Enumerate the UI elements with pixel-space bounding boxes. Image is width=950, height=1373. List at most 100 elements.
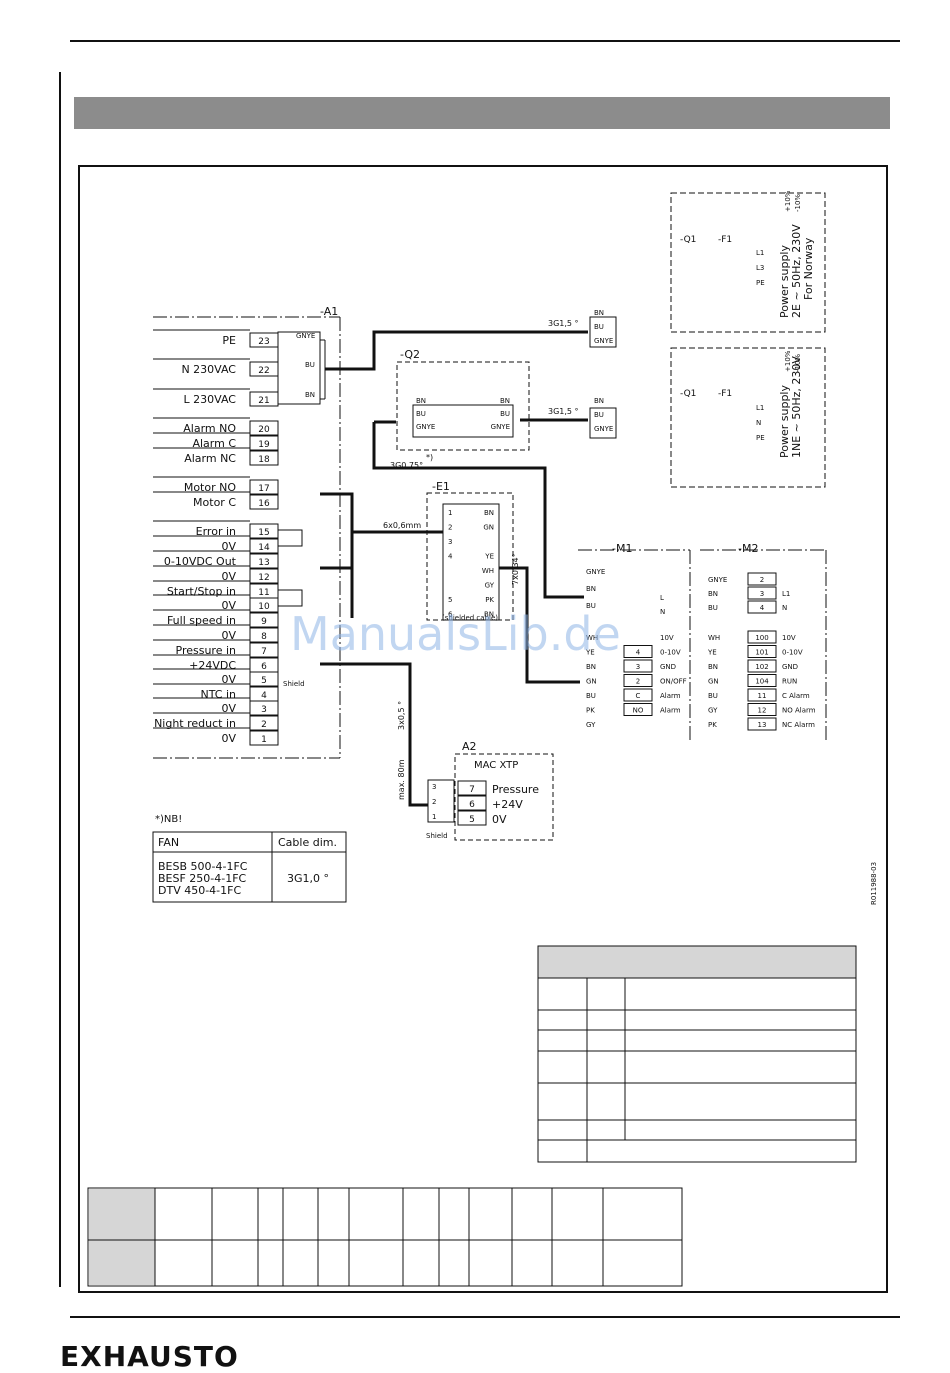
a1-terminal-label: 0V bbox=[221, 732, 236, 745]
a1-terminal-label: 0V bbox=[221, 540, 236, 553]
m1-wire-label: GN bbox=[586, 678, 597, 686]
m1-terminal-label: Alarm bbox=[660, 707, 681, 715]
a1-terminal-label: 0V bbox=[221, 599, 236, 612]
cable-label: max. 80m bbox=[397, 759, 406, 800]
m2-wire-label: GN bbox=[708, 678, 719, 686]
supply-wire-label: BN bbox=[594, 309, 604, 317]
m1-terminal-box bbox=[623, 645, 653, 658]
a2-terminal-number: 5 bbox=[469, 815, 475, 825]
supply-line-label: PE bbox=[756, 279, 765, 287]
m2-terminal-label: GND bbox=[782, 663, 798, 671]
supply-line-label: L3 bbox=[756, 264, 764, 272]
a1-terminal-number: 11 bbox=[258, 588, 269, 598]
fan-table-row: BESF 250-4-1FC bbox=[158, 872, 247, 885]
a2-terminal-box bbox=[457, 795, 487, 811]
cable-label: 3G1,5 ° bbox=[548, 407, 579, 416]
a2-terminal-number: 6 bbox=[469, 800, 475, 810]
section-title-bar bbox=[74, 97, 890, 129]
a2-terminal-label: Pressure bbox=[492, 783, 539, 796]
supply-wire-label: GNYE bbox=[594, 425, 613, 433]
m1-wire-label: BU bbox=[586, 692, 596, 700]
a1-terminal-label: 0V bbox=[221, 570, 236, 583]
m1-terminal-number: 2 bbox=[636, 678, 640, 686]
a1-terminal-box bbox=[249, 671, 279, 687]
m1-wire-label: BN bbox=[586, 663, 596, 671]
a1-terminal-box bbox=[249, 450, 279, 466]
a1-terminal-box bbox=[249, 642, 279, 658]
watermark: ManualsLib.de bbox=[290, 607, 621, 661]
m2-terminal-label: 10V bbox=[782, 634, 796, 642]
m1-wire-label: WH bbox=[586, 634, 598, 642]
e1-wire-label: YE bbox=[484, 553, 494, 561]
m2-terminal-box bbox=[747, 717, 777, 731]
m2-terminal-box bbox=[747, 688, 777, 702]
supply-wire-label: BN bbox=[594, 397, 604, 405]
a2-wire-number: 1 bbox=[432, 813, 436, 821]
a1-terminal-label: N 230VAC bbox=[181, 363, 236, 376]
m2-terminal-number: 100 bbox=[755, 634, 768, 642]
m2-terminal-number: 4 bbox=[760, 604, 765, 612]
a1-terminal-number: 12 bbox=[258, 573, 269, 583]
a1-terminal-number: 13 bbox=[258, 558, 269, 568]
a1-terminal-box bbox=[249, 523, 279, 539]
a1-terminal-label: 0V bbox=[221, 629, 236, 642]
e1-note: (shielded cable) bbox=[442, 614, 498, 622]
a1-terminal-number: 15 bbox=[258, 528, 269, 538]
a1-terminal-box bbox=[249, 479, 279, 495]
m2-terminal-label: L1 bbox=[782, 590, 790, 598]
m1-terminal-box bbox=[623, 659, 653, 673]
cable-label: 3x0,5 ° bbox=[397, 701, 406, 730]
a1-terminal-number: 7 bbox=[261, 647, 267, 657]
a1-terminal-label: +24VDC bbox=[189, 659, 236, 672]
a1-terminal-number: 1 bbox=[261, 735, 267, 745]
m2-terminal-label: C Alarm bbox=[782, 692, 810, 700]
supply-tolerance: +10% bbox=[784, 190, 792, 212]
a1-terminal-number: 17 bbox=[258, 484, 269, 494]
m2-terminal-number: 12 bbox=[758, 707, 767, 715]
m2-terminal-label: N bbox=[782, 604, 787, 612]
m1-terminal-number: C bbox=[636, 692, 641, 700]
supply-wire-label: GNYE bbox=[594, 337, 613, 345]
supply-text: Power supply bbox=[778, 385, 791, 458]
q1-ref: -Q1 bbox=[680, 389, 696, 399]
m1-wire-label: GNYE bbox=[586, 568, 605, 576]
a1-terminal-box bbox=[249, 597, 279, 613]
a1-terminal-box bbox=[249, 700, 279, 716]
m2-terminal-box bbox=[747, 600, 777, 614]
a1-terminal-box bbox=[249, 553, 279, 569]
a1-terminal-number: 6 bbox=[261, 662, 267, 672]
a1-terminal-number: 22 bbox=[258, 366, 269, 376]
m2-terminal-number: 102 bbox=[755, 663, 768, 671]
a2-terminal-box bbox=[457, 810, 487, 826]
a1-terminal-number: 19 bbox=[258, 440, 270, 450]
a1-terminal-box bbox=[249, 494, 279, 510]
a1-terminal-label: 0V bbox=[221, 702, 236, 715]
drawing-number: R011988-03 bbox=[870, 862, 878, 905]
supply-tolerance: -10% bbox=[794, 354, 802, 372]
a2-wire-number: 2 bbox=[432, 798, 436, 806]
a1-terminal-label: NTC in bbox=[200, 688, 236, 701]
fan-table-value: 3G1,0 ° bbox=[287, 872, 329, 885]
m2-terminal-box bbox=[747, 674, 777, 687]
supply-line-label: L1 bbox=[756, 404, 764, 412]
m2-terminal-box bbox=[747, 645, 777, 658]
m1-terminal-label: L bbox=[660, 594, 664, 602]
m1-wire-label: PK bbox=[586, 707, 595, 715]
a1-terminal-number: 8 bbox=[261, 632, 267, 642]
m1-terminal-number: NO bbox=[633, 707, 644, 715]
fan-table-row: BESB 500-4-1FC bbox=[158, 860, 248, 873]
cable-label: 3G0,75° bbox=[390, 461, 423, 470]
a1-terminal-label: Pressure in bbox=[176, 644, 237, 657]
a1-terminal-label: 0-10VDC Out bbox=[164, 555, 237, 568]
e1-terminal-number: 3 bbox=[448, 538, 452, 546]
a1-terminal-number: 23 bbox=[258, 337, 269, 347]
m1-terminal-label: 0-10V bbox=[660, 649, 681, 657]
a1-terminal-box bbox=[249, 715, 279, 731]
m2-terminal-label: NC Alarm bbox=[782, 721, 815, 729]
e1-wire-label: BN bbox=[484, 611, 494, 619]
e1-terminal-number: 1 bbox=[448, 509, 452, 517]
supply-tolerance: -10% bbox=[794, 194, 802, 212]
a1-terminal-box bbox=[249, 332, 279, 348]
m1-ref: -M1 bbox=[612, 542, 632, 555]
m2-terminal-box bbox=[747, 659, 777, 673]
